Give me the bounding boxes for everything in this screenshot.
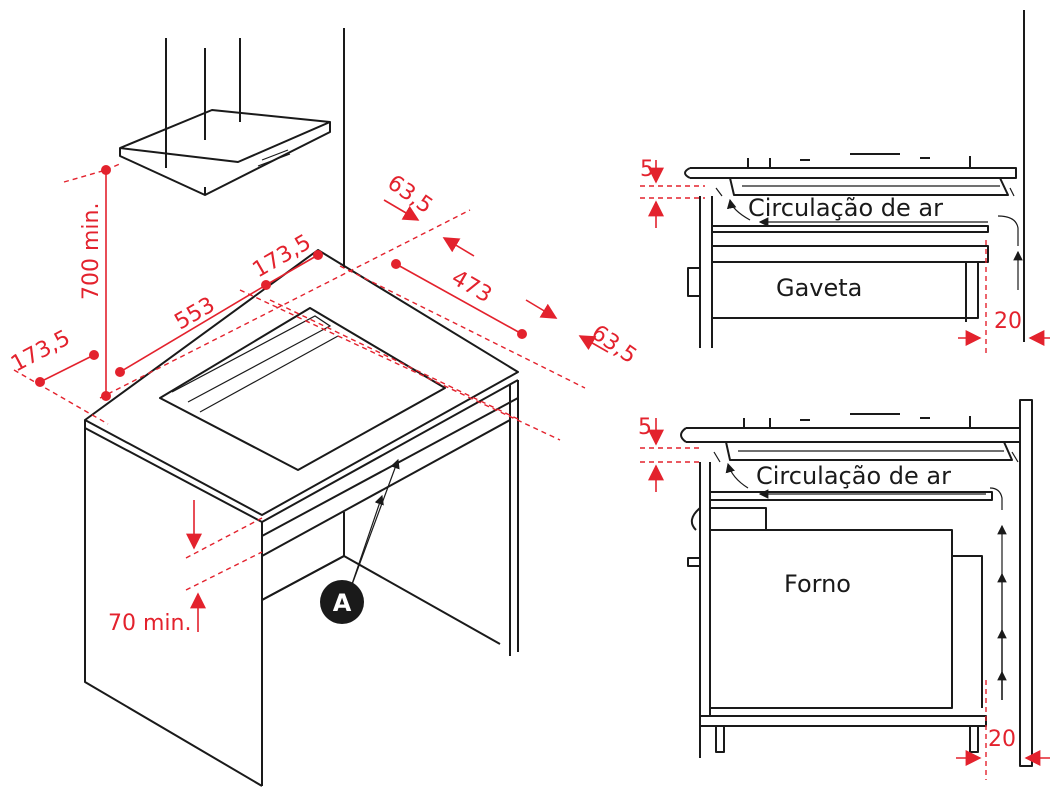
- range-hood: [119, 38, 331, 196]
- hob-top-oven: [680, 413, 1021, 463]
- dim-553: 553: [115, 280, 271, 377]
- oven-label: Forno: [784, 570, 851, 598]
- dim-63-right-label: 63,5: [587, 320, 641, 369]
- countertop: [84, 249, 519, 523]
- drawer-label: Gaveta: [776, 274, 862, 302]
- callout-a-label: A: [333, 589, 352, 617]
- dim-70-label: 70 min.: [108, 611, 191, 636]
- drawer-dim-20: 20: [994, 309, 1022, 334]
- oven-dim-20: 20: [988, 727, 1016, 752]
- dim-63-top: 63,5: [383, 170, 475, 257]
- dim-63-right: 63,5: [525, 299, 641, 369]
- oven-dim-5: 5: [638, 415, 652, 440]
- callout-a: A: [320, 458, 400, 624]
- oven-air-label: Circulação de ar: [756, 462, 951, 490]
- drawer-air-label: Circulação de ar: [748, 194, 943, 222]
- dim-700: 700 min.: [63, 162, 123, 401]
- dim-473-label: 473: [447, 266, 496, 309]
- oven-view: Circulação de ar Forno 5 20: [638, 399, 1050, 780]
- dim-553-label: 553: [171, 293, 220, 336]
- main-view: 700 min. 553 173,5 173,5: [7, 28, 641, 787]
- drawer-view: Circulação de ar Gaveta 5 20: [640, 10, 1050, 354]
- hob-top: [684, 153, 1017, 197]
- dim-173-left: 173,5: [7, 326, 109, 425]
- dim-700-label: 700 min.: [79, 203, 104, 300]
- dim-63-top-label: 63,5: [383, 170, 437, 219]
- cabinet: [84, 380, 519, 787]
- dim-70: 70 min.: [108, 500, 263, 636]
- dim-473: 473: [391, 259, 527, 339]
- dim-173-top: 173,5: [249, 230, 323, 286]
- drawer-dim-5: 5: [640, 157, 654, 182]
